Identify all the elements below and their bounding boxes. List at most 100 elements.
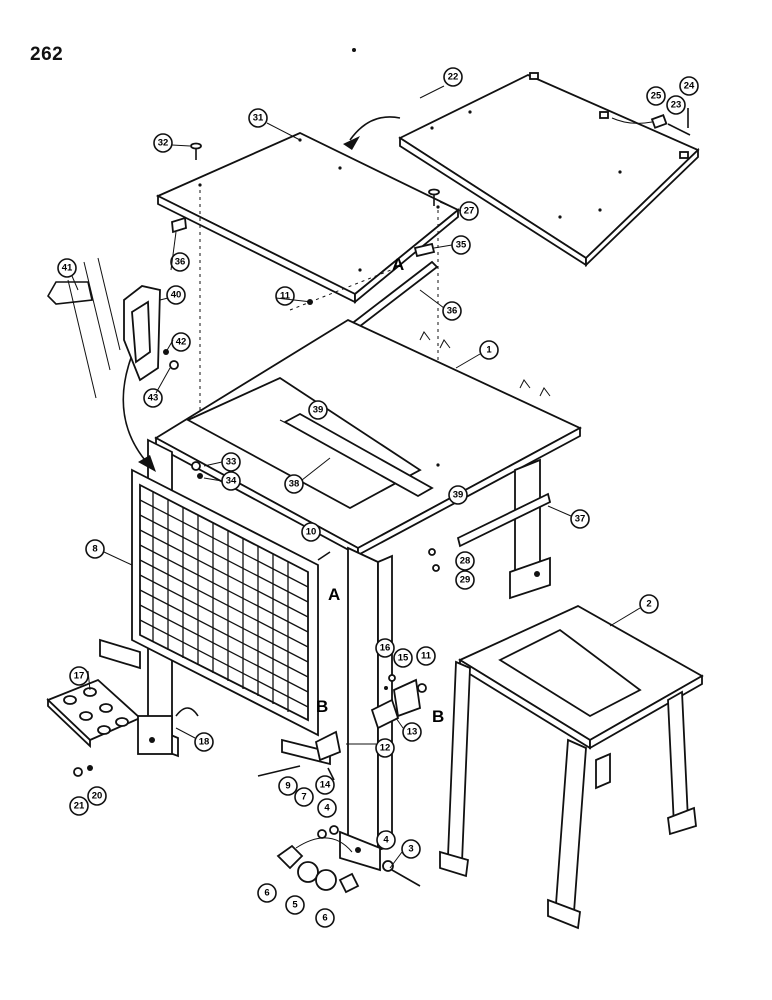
callout-22: 22 bbox=[443, 67, 463, 87]
bracket-37 bbox=[456, 492, 552, 548]
callout-8: 8 bbox=[85, 539, 105, 559]
svg-text:40: 40 bbox=[171, 290, 182, 301]
svg-text:41: 41 bbox=[62, 263, 73, 274]
svg-text:33: 33 bbox=[226, 457, 237, 468]
callout-12: 12 bbox=[375, 738, 395, 758]
callout-15: 15 bbox=[393, 648, 413, 668]
callout-28: 28 bbox=[455, 551, 475, 571]
callout-39a: 39 bbox=[308, 400, 328, 420]
callout-37: 37 bbox=[570, 509, 590, 529]
svg-text:5: 5 bbox=[292, 900, 298, 911]
roof-bolts bbox=[190, 142, 440, 206]
callout-6b: 6 bbox=[315, 908, 335, 928]
callout-17: 17 bbox=[69, 666, 89, 686]
svg-text:29: 29 bbox=[460, 575, 471, 586]
svg-text:16: 16 bbox=[380, 643, 391, 654]
svg-text:43: 43 bbox=[148, 393, 159, 404]
callout-36a: 36 bbox=[170, 252, 190, 272]
callout-34: 34 bbox=[221, 471, 241, 491]
svg-text:31: 31 bbox=[253, 113, 264, 124]
view-marker-b-left: B bbox=[316, 697, 328, 716]
roof-plate-31 bbox=[155, 132, 460, 304]
callout-23: 23 bbox=[666, 95, 686, 115]
svg-text:32: 32 bbox=[158, 138, 169, 149]
rops-frame-2 bbox=[439, 604, 704, 930]
callout-14: 14 bbox=[315, 775, 335, 795]
svg-text:28: 28 bbox=[460, 556, 471, 567]
rotation-arrowhead bbox=[343, 136, 360, 150]
svg-text:1: 1 bbox=[486, 345, 492, 356]
callout-36b: 36 bbox=[442, 301, 462, 321]
callout-4a: 4 bbox=[317, 798, 337, 818]
nut-21 bbox=[73, 767, 83, 777]
lower-hardware bbox=[191, 461, 440, 894]
svg-text:9: 9 bbox=[285, 781, 290, 792]
svg-text:6: 6 bbox=[322, 913, 327, 924]
screen-guard-8 bbox=[99, 468, 331, 766]
cross-member-38 bbox=[283, 412, 434, 498]
callout-42: 42 bbox=[171, 332, 191, 352]
svg-text:18: 18 bbox=[199, 737, 210, 748]
latch-hardware bbox=[650, 108, 691, 136]
callout-5: 5 bbox=[285, 895, 305, 915]
svg-text:24: 24 bbox=[684, 81, 695, 92]
screen-mesh bbox=[139, 492, 309, 712]
svg-text:22: 22 bbox=[448, 72, 459, 83]
install-arrow bbox=[122, 354, 151, 467]
callout-43: 43 bbox=[143, 388, 163, 408]
svg-text:34: 34 bbox=[226, 476, 237, 487]
callout-2: 2 bbox=[639, 594, 659, 614]
callout-40: 40 bbox=[166, 285, 186, 305]
callout-31: 31 bbox=[248, 108, 268, 128]
svg-text:6: 6 bbox=[264, 888, 269, 899]
callout-13: 13 bbox=[402, 722, 422, 742]
install-arrowhead bbox=[138, 455, 156, 472]
svg-text:36: 36 bbox=[447, 306, 458, 317]
svg-text:7: 7 bbox=[301, 792, 306, 803]
svg-text:39: 39 bbox=[453, 490, 464, 501]
svg-text:15: 15 bbox=[398, 653, 409, 664]
canopy-cover-plate-22 bbox=[398, 72, 700, 268]
callout-7: 7 bbox=[294, 787, 314, 807]
callout-27: 27 bbox=[459, 201, 479, 221]
callout-1: 1 bbox=[479, 340, 499, 360]
svg-text:37: 37 bbox=[575, 514, 586, 525]
svg-text:11: 11 bbox=[421, 651, 432, 662]
svg-text:3: 3 bbox=[408, 844, 413, 855]
svg-text:21: 21 bbox=[74, 801, 85, 812]
callout-41: 41 bbox=[57, 258, 77, 278]
callout-21: 21 bbox=[69, 796, 89, 816]
svg-text:14: 14 bbox=[320, 780, 331, 791]
svg-text:13: 13 bbox=[407, 727, 418, 738]
callout-6a: 6 bbox=[257, 883, 277, 903]
callout-11b: 11 bbox=[416, 646, 436, 666]
svg-text:27: 27 bbox=[464, 206, 475, 217]
view-marker-a-lower: A bbox=[328, 585, 340, 604]
callout-32: 32 bbox=[153, 133, 173, 153]
callout-25: 25 bbox=[646, 86, 666, 106]
callout-38: 38 bbox=[284, 474, 304, 494]
callout-10: 10 bbox=[301, 522, 321, 542]
view-marker-b-right: B bbox=[432, 707, 444, 726]
svg-text:10: 10 bbox=[306, 527, 317, 538]
svg-text:42: 42 bbox=[176, 337, 187, 348]
callout-24: 24 bbox=[679, 76, 699, 96]
callout-4b: 4 bbox=[376, 830, 396, 850]
handle-and-mirror bbox=[47, 257, 179, 399]
callout-9: 9 bbox=[278, 776, 298, 796]
svg-text:38: 38 bbox=[289, 479, 300, 490]
callout-20: 20 bbox=[87, 786, 107, 806]
callout-16: 16 bbox=[375, 638, 395, 658]
svg-text:36: 36 bbox=[175, 257, 186, 268]
svg-text:17: 17 bbox=[74, 671, 85, 682]
view-marker-a-upper: A bbox=[392, 255, 404, 274]
callout-35: 35 bbox=[451, 235, 471, 255]
svg-text:4: 4 bbox=[324, 803, 330, 814]
svg-text:12: 12 bbox=[380, 743, 391, 754]
svg-text:23: 23 bbox=[671, 100, 682, 111]
svg-text:25: 25 bbox=[651, 91, 662, 102]
svg-text:2: 2 bbox=[646, 599, 651, 610]
svg-text:4: 4 bbox=[383, 835, 389, 846]
weather-strips bbox=[171, 216, 439, 332]
